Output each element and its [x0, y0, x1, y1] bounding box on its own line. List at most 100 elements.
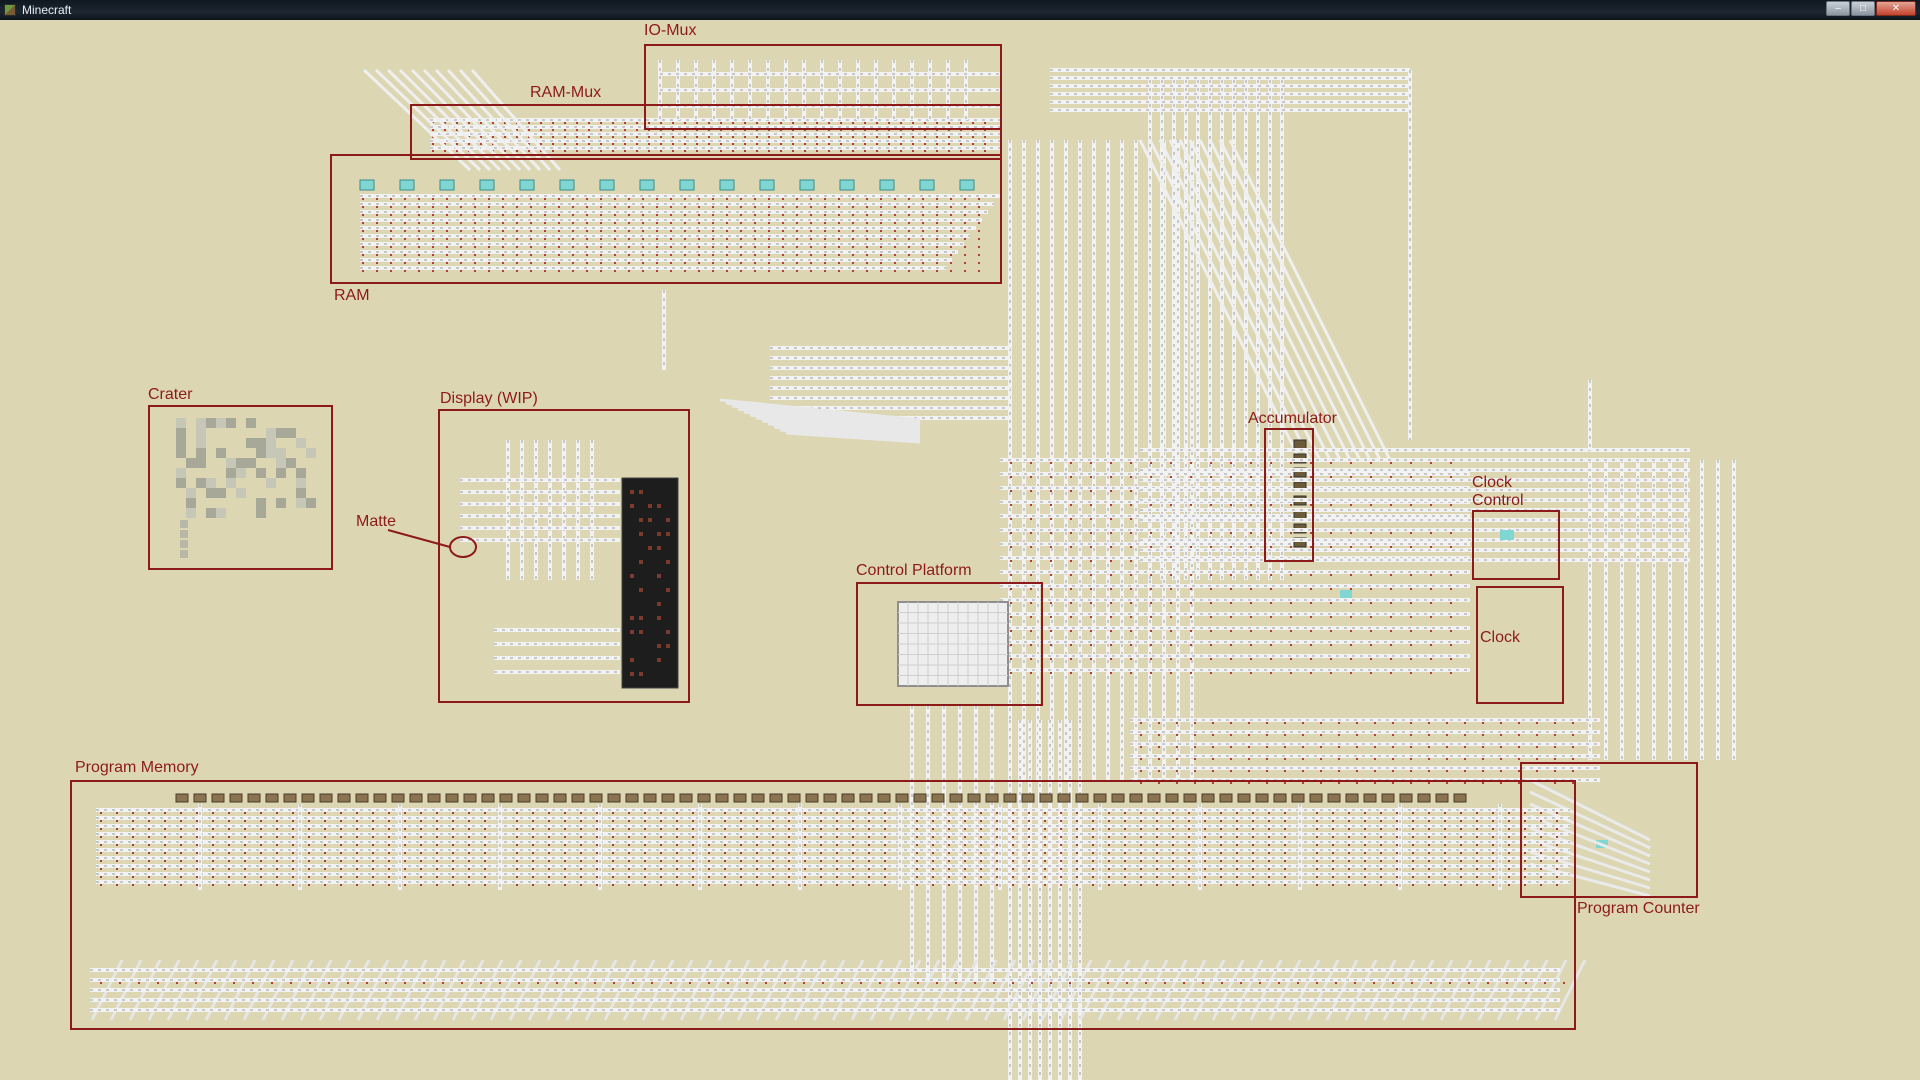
clock-control-label: Clock Control	[1472, 474, 1524, 509]
program-memory-frame	[70, 780, 1576, 1030]
program-counter-frame	[1520, 762, 1698, 898]
clock-label: Clock	[1480, 629, 1521, 646]
crater-block	[196, 458, 206, 468]
control-platform-frame	[856, 582, 1043, 706]
control-platform-label: Control Platform	[856, 562, 972, 579]
crater-block	[256, 448, 266, 458]
memory-cell	[175, 793, 189, 803]
ram-label: RAM	[334, 287, 370, 304]
crater-block	[256, 498, 266, 508]
memory-cell	[895, 793, 909, 803]
memory-cell	[1111, 793, 1125, 803]
memory-cell	[931, 793, 945, 803]
memory-cell	[1435, 793, 1449, 803]
ram-diamond-block	[439, 179, 455, 191]
ram-diamond-block	[479, 179, 495, 191]
io-mux-label: IO-Mux	[644, 22, 697, 39]
crater-block	[176, 428, 186, 438]
crater-block	[276, 448, 286, 458]
minecraft-app-icon	[4, 4, 16, 16]
crater-block	[176, 478, 186, 488]
memory-cell	[193, 793, 207, 803]
memory-cell	[373, 793, 387, 803]
memory-cell	[517, 793, 531, 803]
crater-block	[256, 468, 266, 478]
crater-block	[286, 428, 296, 438]
memory-cell	[1345, 793, 1359, 803]
memory-cell	[967, 793, 981, 803]
crater-block	[226, 478, 236, 488]
minimize-button[interactable]: ‒	[1826, 1, 1850, 16]
crater-block	[276, 468, 286, 478]
crater-block	[236, 468, 246, 478]
ram-diamond-block	[399, 179, 415, 191]
clock-control-diamond	[1500, 530, 1514, 540]
clock-frame	[1476, 586, 1564, 704]
memory-cell	[1309, 793, 1323, 803]
crater-block	[176, 468, 186, 478]
crater-block	[176, 448, 186, 458]
crater-block	[296, 488, 306, 498]
ram-diamond-block	[639, 179, 655, 191]
world-view[interactable]: IO-Mux RAM-Mux RAM Crater Display (WIP) …	[0, 20, 1920, 1080]
close-button[interactable]: ✕	[1876, 1, 1916, 16]
memory-cell	[319, 793, 333, 803]
window-title: Minecraft	[22, 3, 72, 17]
memory-cell	[391, 793, 405, 803]
memory-cell	[625, 793, 639, 803]
crater-block	[246, 438, 256, 448]
memory-cell	[1039, 793, 1053, 803]
memory-cell	[1255, 793, 1269, 803]
ram-diamond-block	[759, 179, 775, 191]
memory-cell	[661, 793, 675, 803]
crater-block	[196, 448, 206, 458]
crater-block	[276, 498, 286, 508]
crater-block	[276, 458, 286, 468]
crater-block	[286, 458, 296, 468]
accumulator-label: Accumulator	[1248, 410, 1337, 427]
ram-diamond-block	[519, 179, 535, 191]
memory-cell	[877, 793, 891, 803]
memory-cell	[247, 793, 261, 803]
memory-cell	[571, 793, 585, 803]
memory-cell	[787, 793, 801, 803]
ram-mux-label: RAM-Mux	[530, 84, 602, 101]
crater-block	[266, 448, 276, 458]
crater-block	[236, 458, 246, 468]
window-controls: ‒ □ ✕	[1825, 1, 1916, 17]
memory-cell	[481, 793, 495, 803]
crater-label: Crater	[148, 386, 193, 403]
ram-diamond-block	[919, 179, 935, 191]
display-label: Display (WIP)	[440, 390, 538, 407]
memory-cell	[643, 793, 657, 803]
ram-diamond-block	[559, 179, 575, 191]
memory-cell	[1057, 793, 1071, 803]
memory-cell	[463, 793, 477, 803]
memory-cell	[1075, 793, 1089, 803]
redstone-build	[90, 60, 1736, 1080]
memory-cell	[535, 793, 549, 803]
memory-cell	[355, 793, 369, 803]
memory-cell	[1327, 793, 1341, 803]
ram-diamond-block	[799, 179, 815, 191]
ram-diamond-block	[879, 179, 895, 191]
memory-cell	[283, 793, 297, 803]
memory-cell	[1147, 793, 1161, 803]
crater-block	[196, 438, 206, 448]
crater-block	[266, 438, 276, 448]
memory-cell	[265, 793, 279, 803]
crater-block	[216, 418, 226, 428]
memory-cell	[1093, 793, 1107, 803]
memory-cell	[1399, 793, 1413, 803]
crater-block	[196, 418, 206, 428]
maximize-button[interactable]: □	[1851, 1, 1875, 16]
crater-block	[296, 478, 306, 488]
memory-cell	[805, 793, 819, 803]
crater-block	[306, 498, 316, 508]
memory-cell	[1363, 793, 1377, 803]
memory-cell	[553, 793, 567, 803]
crater-block	[266, 428, 276, 438]
ram-diamond-block	[959, 179, 975, 191]
crater-block	[266, 478, 276, 488]
ram-frame	[330, 154, 1002, 284]
